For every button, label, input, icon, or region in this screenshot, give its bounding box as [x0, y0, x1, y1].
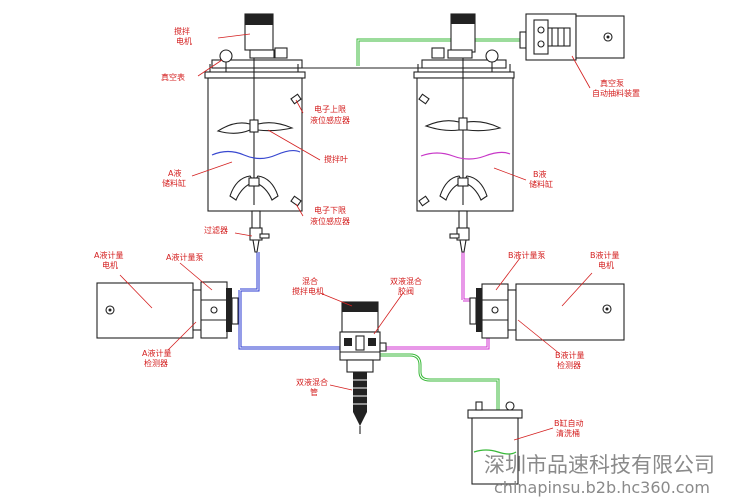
liquid-level-a [211, 149, 301, 160]
label-stir-motor: 搅拌电机 [174, 26, 192, 46]
label-mix-motor: 混合搅拌电机 [292, 276, 324, 296]
pipes [238, 38, 520, 480]
label-lower-sensor: 电子下限液位感应器 [310, 205, 350, 226]
label-stir-blade: 搅拌叶 [324, 154, 348, 164]
watermark-company: 深圳市品速科技有限公司 [484, 453, 715, 477]
cleaning-tank [467, 401, 523, 485]
vacuum-gauge-b [485, 49, 499, 63]
liquid-level-b [420, 151, 511, 160]
vacuum-pump [519, 13, 625, 61]
label-a-meter-pump: A液计量泵 [166, 252, 203, 262]
labels: 搅拌电机 真空表 电子上限液位感应器 搅拌叶 A液储料缸 电子下限液位感应器 B… [94, 26, 640, 438]
label-b-meter-sensor: B液计量检测器 [555, 350, 585, 370]
leader-lines [119, 33, 593, 441]
label-mix-valve: 双液混合胶阀 [390, 276, 422, 296]
label-a-tank: A液储料缸 [162, 168, 186, 188]
watermark-url: chinapinsu.b2b.hc360.com [494, 478, 710, 497]
static-mixer-tube [353, 372, 367, 412]
label-upper-sensor: 电子上限液位感应器 [310, 104, 350, 125]
a-metering-unit [96, 281, 239, 339]
label-a-meter-motor: A液计量电机 [94, 250, 123, 270]
tank-b [413, 13, 515, 253]
tank-b-body [416, 77, 514, 212]
label-vacuum-pump: 真空泵自动抽料装置 [592, 78, 640, 98]
watermark: 深圳市品速科技有限公司 chinapinsu.b2b.hc360.com [484, 453, 715, 497]
b-metering-unit [469, 283, 625, 341]
label-a-meter-sensor: A液计量检测器 [142, 348, 171, 368]
label-mix-tube: 双液混合管 [296, 377, 328, 397]
label-b-meter-motor: B液计量电机 [590, 250, 620, 270]
tank-a [204, 13, 306, 253]
label-b-tank: B液储料缸 [529, 169, 553, 189]
tank-a-body [207, 77, 303, 212]
label-b-meter-pump: B液计量泵 [508, 250, 546, 260]
label-filter: 过滤器 [204, 225, 228, 235]
label-vacuum-gauge: 真空表 [161, 72, 185, 82]
a-liquid-pipe-blue [238, 252, 342, 350]
mixing-valve [339, 301, 387, 434]
label-clean-tank: B缸自动清洗桶 [554, 418, 584, 438]
